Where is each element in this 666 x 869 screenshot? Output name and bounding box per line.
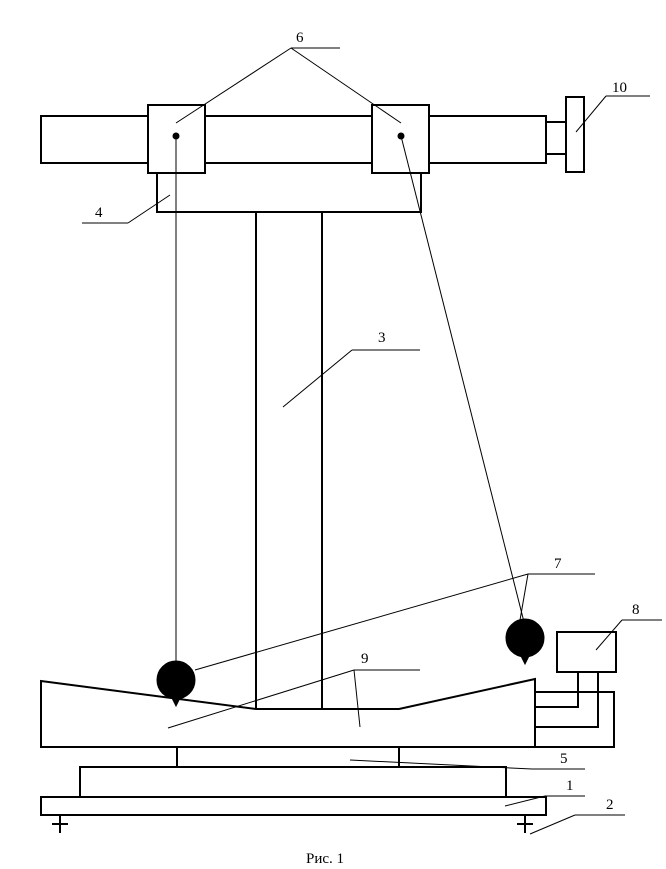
- label-4: 4: [95, 205, 103, 221]
- pipe-frame: [535, 691, 615, 748]
- leader-1: [504, 795, 546, 807]
- leader-8: [595, 619, 623, 651]
- label-6: 6: [296, 30, 304, 46]
- bottom-plate-2: [40, 796, 547, 816]
- top-rail: [40, 115, 547, 164]
- pipe-outer: [535, 672, 599, 728]
- label-2: 2: [606, 797, 614, 813]
- knob-shaft: [545, 121, 567, 155]
- base-block-1: [79, 766, 507, 798]
- leader-9-right: [353, 669, 361, 728]
- bob-left-tip: [169, 693, 183, 708]
- bob-right-tip: [518, 651, 532, 666]
- turntable-5: [176, 746, 400, 768]
- leader-5: [349, 759, 533, 770]
- label-3: 3: [378, 330, 386, 346]
- label-9: 9: [361, 651, 369, 667]
- bob-right: [505, 618, 545, 658]
- figure-caption: Рис. 1: [306, 851, 344, 867]
- label-7: 7: [554, 556, 562, 572]
- string-right: [400, 135, 525, 623]
- leader-9-left: [167, 669, 355, 729]
- bracket-4: [156, 163, 422, 213]
- unit-8: [556, 631, 617, 673]
- trough-9: [40, 677, 536, 748]
- leader-2: [529, 814, 576, 835]
- label-10: 10: [612, 80, 627, 96]
- bob-left: [156, 660, 196, 700]
- leader-6-left: [175, 47, 292, 124]
- leader-6-right: [290, 47, 402, 124]
- leader-4: [127, 194, 171, 224]
- label-5: 5: [560, 751, 568, 767]
- leader-3: [282, 349, 353, 408]
- leader-7-left: [194, 573, 529, 671]
- leader-10: [575, 95, 607, 133]
- knob-10: [565, 96, 585, 173]
- label-1: 1: [566, 778, 574, 794]
- label-8: 8: [632, 602, 640, 618]
- leader-7-right: [519, 573, 529, 621]
- pipe-inner: [535, 672, 579, 708]
